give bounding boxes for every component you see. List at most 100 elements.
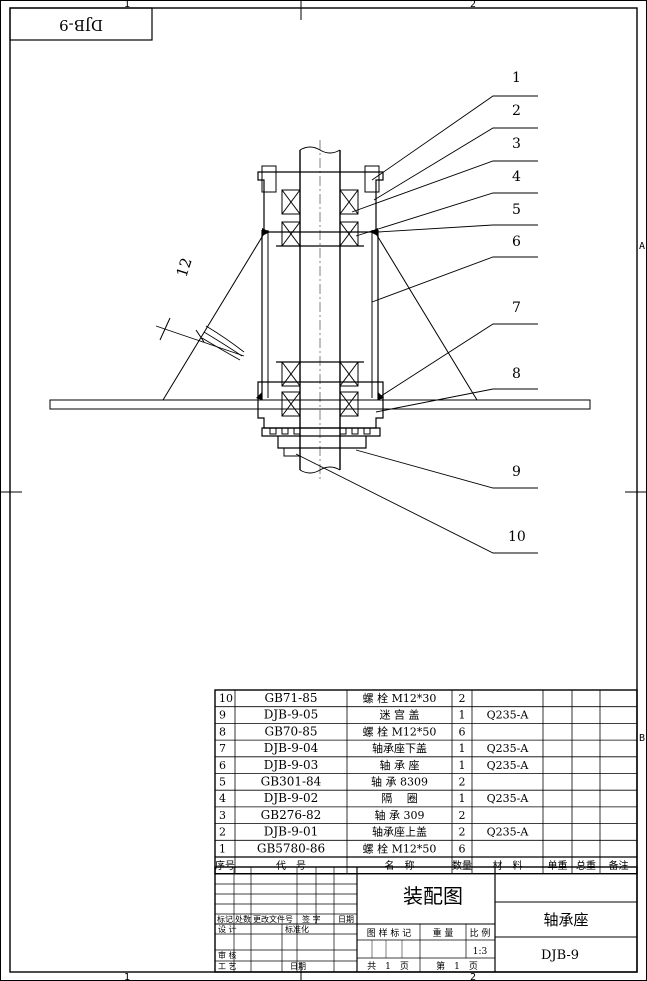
callout-5: 5 <box>512 202 521 218</box>
corner-code-box: DJB-9 <box>9 7 153 41</box>
callout-10: 10 <box>508 529 526 545</box>
parts-cell-code: GB5780-86 <box>257 841 325 855</box>
zone-row-B: B <box>639 733 645 744</box>
stage-label: 图 样 标 记 <box>367 927 412 939</box>
weight-label: 重 量 <box>433 927 454 939</box>
drawing-type: 装配图 <box>403 884 463 908</box>
role-standard: 标准化 <box>285 924 309 934</box>
title-block-text: 装配图 轴承座 DJB-9 图 样 标 记 重 量 比 例 1:3 共 1 页 … <box>217 884 589 972</box>
title-block <box>214 866 638 973</box>
parts-cell-name: 轴 承 309 <box>375 808 425 822</box>
parts-cell-name: 轴承座上盖 <box>372 825 427 839</box>
parts-cell-name: 轴 承 座 <box>380 758 420 772</box>
parts-cell-index: 8 <box>219 725 226 738</box>
corner-code: DJB-9 <box>59 16 103 34</box>
zone-col-2-top: 2 <box>470 0 476 10</box>
housing-body <box>261 230 379 400</box>
role-date: 日期 <box>290 962 306 971</box>
top-bolt-right <box>364 165 380 193</box>
parts-cell-code: DJB-9-01 <box>264 825 319 839</box>
parts-header-qty: 数量 <box>452 859 472 872</box>
parts-cell-index: 2 <box>219 826 226 839</box>
parts-cell-name: 隔 圈 <box>381 792 418 805</box>
bearing-lower-right <box>339 361 359 417</box>
callout-2: 2 <box>512 103 521 119</box>
parts-cell-qty: 6 <box>459 842 466 855</box>
parts-header-total_weight: 总重 <box>576 859 596 872</box>
parts-cell-name: 轴承座下盖 <box>372 741 427 755</box>
parts-cell-name: 迷 宫 盖 <box>380 708 420 722</box>
parts-cell-index: 1 <box>219 842 226 855</box>
parts-cell-qty: 1 <box>459 742 466 755</box>
rev-date: 日期 <box>338 915 354 924</box>
parts-cell-code: GB71-85 <box>265 691 318 705</box>
scale-value: 1:3 <box>473 947 488 957</box>
role-review: 审 核 <box>218 950 237 960</box>
callout-4: 4 <box>512 169 521 185</box>
parts-cell-code: DJB-9-02 <box>264 791 319 805</box>
parts-cell-qty: 2 <box>459 809 466 822</box>
parts-cell-qty: 2 <box>459 692 466 705</box>
parts-cell-code: DJB-9-04 <box>264 741 319 755</box>
callout-7: 7 <box>512 300 521 316</box>
zone-col-2-bottom: 2 <box>470 972 476 981</box>
rev-doc: 更改文件号 <box>253 914 293 924</box>
parts-header-code: 代 号 <box>276 860 306 872</box>
scale-label: 比 例 <box>470 927 491 939</box>
role-design: 设 计 <box>218 924 237 934</box>
parts-cell-qty: 1 <box>459 709 466 722</box>
total-pages: 共 1 页 <box>367 961 409 972</box>
labyrinth-teeth <box>269 427 371 435</box>
gusset-lines <box>162 231 478 401</box>
parts-cell-name: 轴 承 8309 <box>371 775 428 789</box>
role-process: 工 艺 <box>218 962 237 971</box>
rev-count: 处数 <box>235 914 251 924</box>
parts-header-material: 材 料 <box>493 859 523 872</box>
parts-cell-index: 3 <box>219 809 226 822</box>
weld-size-label: 12 <box>173 256 196 280</box>
parts-cell-material: Q235-A <box>487 826 530 839</box>
zone-markers: 1 2 1 2 A B <box>124 0 645 981</box>
bearing-upper-right <box>339 189 359 247</box>
set-screw <box>283 447 301 457</box>
page-number: 第 1 页 <box>436 960 478 972</box>
parts-cell-index: 9 <box>219 709 226 722</box>
leader-lines <box>295 95 538 554</box>
labyrinth-cap <box>261 427 381 437</box>
top-cover <box>257 171 384 233</box>
parts-cell-qty: 2 <box>459 776 466 789</box>
zone-col-1-bottom: 1 <box>124 972 130 981</box>
callout-8: 8 <box>512 366 521 382</box>
bearing-assembly <box>49 140 591 480</box>
drawing-number: DJB-9 <box>541 948 579 963</box>
parts-cell-code: DJB-9-03 <box>264 758 319 772</box>
zone-row-A: A <box>639 241 645 252</box>
part-name: 轴承座 <box>543 911 588 929</box>
callout-9: 9 <box>512 464 521 480</box>
parts-cell-name: 螺 栓 M12*50 <box>363 841 437 855</box>
parts-cell-code: GB276-82 <box>261 808 322 822</box>
parts-header-index: 序号 <box>215 859 235 872</box>
parts-cell-index: 7 <box>219 742 226 755</box>
parts-cell-material: Q235-A <box>487 792 530 805</box>
parts-cell-material: Q235-A <box>487 742 530 755</box>
callout-1: 1 <box>512 70 521 86</box>
parts-cell-qty: 1 <box>459 759 466 772</box>
callout-3: 3 <box>512 136 521 152</box>
parts-cell-material: Q235-A <box>487 709 530 722</box>
parts-cell-index: 10 <box>219 692 233 705</box>
parts-cell-index: 6 <box>219 759 226 772</box>
parts-header-unit_weight: 单重 <box>548 859 568 872</box>
parts-cell-index: 4 <box>219 792 226 805</box>
parts-cell-code: GB301-84 <box>261 775 322 789</box>
parts-cell-code: DJB-9-05 <box>264 708 319 722</box>
callout-labels: 1 2 3 4 5 6 7 8 9 10 <box>508 70 526 545</box>
callout-6: 6 <box>512 234 521 250</box>
parts-cell-index: 5 <box>219 776 226 789</box>
parts-cell-name: 螺 栓 M12*30 <box>363 691 437 705</box>
parts-header-name: 名 称 <box>385 859 415 872</box>
top-bolt-left <box>261 165 277 193</box>
